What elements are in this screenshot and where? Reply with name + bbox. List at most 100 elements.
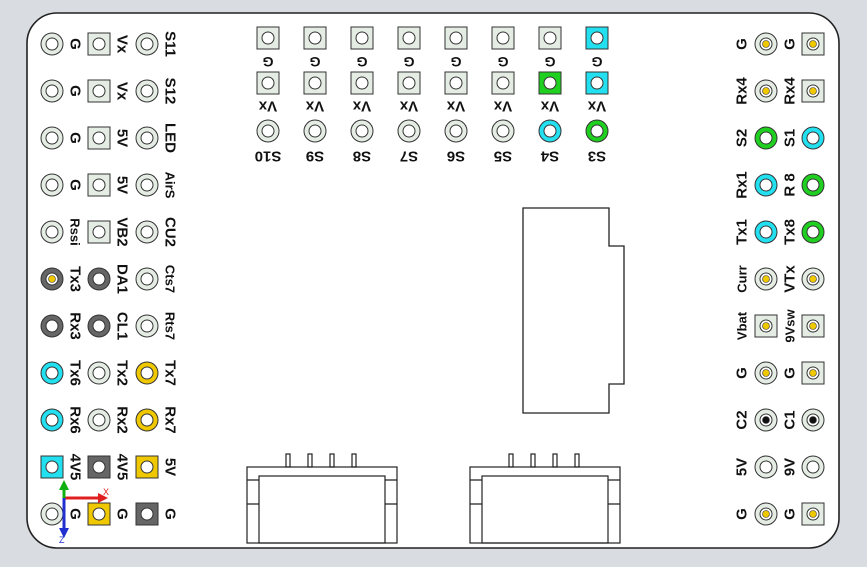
left-label-10-a: G xyxy=(67,508,84,520)
top-pad-s-7 xyxy=(585,119,609,143)
left-pad-5-a xyxy=(40,267,64,291)
left-pad-8-a xyxy=(40,408,64,432)
left-pad-2-c xyxy=(135,126,159,150)
right-label-1-a: Rx4 xyxy=(734,77,751,105)
right-label-0-b: G xyxy=(782,38,799,50)
left-label-9-a: 4V5 xyxy=(67,454,84,481)
right-label-8-a: C2 xyxy=(734,410,751,429)
top-pad-g-5 xyxy=(491,26,515,50)
top-pad-g-6 xyxy=(538,26,562,50)
right-label-6-b: 9Vsw xyxy=(783,308,798,342)
top-pad-vx-3 xyxy=(397,71,421,95)
top-pad-vx-2 xyxy=(350,71,374,95)
right-pad-6-a xyxy=(754,314,778,338)
right-label-3-b: R 8 xyxy=(782,173,799,196)
axis-z-label: Z xyxy=(59,535,65,545)
top-label-s-2: S8 xyxy=(353,148,371,165)
left-label-4-b: VB2 xyxy=(114,217,131,246)
top-label-g-4: G xyxy=(450,54,461,70)
right-pad-6-b xyxy=(801,314,825,338)
left-label-5-c: Cts7 xyxy=(163,265,178,293)
left-pad-8-c xyxy=(135,408,159,432)
top-pad-g-2 xyxy=(350,26,374,50)
left-pad-3-a xyxy=(40,173,64,197)
right-label-4-b: Tx8 xyxy=(782,219,799,245)
right-pad-8-b xyxy=(801,408,825,432)
left-pad-10-c xyxy=(135,502,159,526)
top-pad-s-5 xyxy=(491,119,515,143)
top-header: GVxS10GVxS9GVxS8GVxS7GVxS6GVxS5GVxS4GVxS… xyxy=(255,26,609,165)
left-pad-7-c xyxy=(135,361,159,385)
right-pad-4-a xyxy=(754,220,778,244)
left-label-7-b: Tx2 xyxy=(114,360,131,386)
top-label-s-0: S10 xyxy=(255,148,282,165)
top-pad-vx-7 xyxy=(585,71,609,95)
left-label-8-a: Rx6 xyxy=(67,406,84,434)
top-pad-g-3 xyxy=(397,26,421,50)
left-label-10-c: G xyxy=(162,508,179,520)
right-pad-5-a xyxy=(754,267,778,291)
right-pad-9-a xyxy=(754,455,778,479)
right-pad-10-b xyxy=(801,502,825,526)
left-label-8-b: Rx2 xyxy=(114,406,131,434)
right-pad-2-b xyxy=(801,126,825,150)
top-pad-vx-4 xyxy=(444,71,468,95)
top-label-vx-5: Vx xyxy=(493,98,512,115)
left-label-6-b: CL1 xyxy=(114,312,131,340)
top-label-vx-4: Vx xyxy=(446,98,465,115)
left-pad-5-c xyxy=(135,267,159,291)
left-label-3-a: G xyxy=(67,179,84,191)
right-pad-8-a xyxy=(754,408,778,432)
left-label-0-c: S11 xyxy=(162,31,179,57)
left-pad-7-b xyxy=(87,361,111,385)
left-pad-2-b xyxy=(87,126,111,150)
right-pad-10-a xyxy=(754,502,778,526)
left-label-0-a: G xyxy=(67,38,84,50)
left-label-3-c: AirS xyxy=(163,172,178,199)
right-pad-1-b xyxy=(801,79,825,103)
left-pad-1-a xyxy=(40,79,64,103)
top-pad-g-1 xyxy=(303,26,327,50)
right-label-9-b: 9V xyxy=(782,458,799,476)
left-pad-9-a xyxy=(40,455,64,479)
top-pad-s-4 xyxy=(444,119,468,143)
left-pad-1-c xyxy=(135,79,159,103)
right-label-5-b: VTx xyxy=(782,265,799,293)
top-label-vx-3: Vx xyxy=(399,98,418,115)
right-label-0-a: G xyxy=(734,38,751,50)
left-pad-6-b xyxy=(87,314,111,338)
right-label-3-a: Rx1 xyxy=(734,171,751,199)
module-outline xyxy=(522,207,625,414)
left-label-2-c: LED xyxy=(162,123,179,153)
left-pad-9-c xyxy=(135,455,159,479)
left-label-8-c: Rx7 xyxy=(162,406,179,434)
left-label-9-b: 4V5 xyxy=(114,454,131,481)
top-label-s-4: S6 xyxy=(447,148,465,165)
top-pad-s-6 xyxy=(538,119,562,143)
right-label-10-b: G xyxy=(782,508,799,520)
right-label-5-a: Curr xyxy=(735,265,750,292)
top-pad-s-3 xyxy=(397,119,421,143)
left-label-2-a: G xyxy=(67,132,84,144)
left-pad-9-b xyxy=(87,455,111,479)
board-outline xyxy=(26,12,840,549)
left-pad-4-b xyxy=(87,220,111,244)
right-label-1-b: Rx4 xyxy=(782,77,799,105)
top-pad-s-2 xyxy=(350,119,374,143)
left-label-9-c: 5V xyxy=(162,458,179,476)
top-pad-s-1 xyxy=(303,119,327,143)
top-label-s-1: S9 xyxy=(306,148,324,165)
left-pad-7-a xyxy=(40,361,64,385)
left-pad-6-c xyxy=(135,314,159,338)
left-pad-2-a xyxy=(40,126,64,150)
top-pad-vx-5 xyxy=(491,71,515,95)
left-label-1-c: S12 xyxy=(162,78,179,105)
right-pad-1-a xyxy=(754,79,778,103)
top-pad-g-7 xyxy=(585,26,609,50)
top-label-vx-2: Vx xyxy=(352,98,371,115)
top-label-g-2: G xyxy=(356,54,367,70)
left-label-6-a: Rx3 xyxy=(67,312,84,340)
left-pad-4-c xyxy=(135,220,159,244)
